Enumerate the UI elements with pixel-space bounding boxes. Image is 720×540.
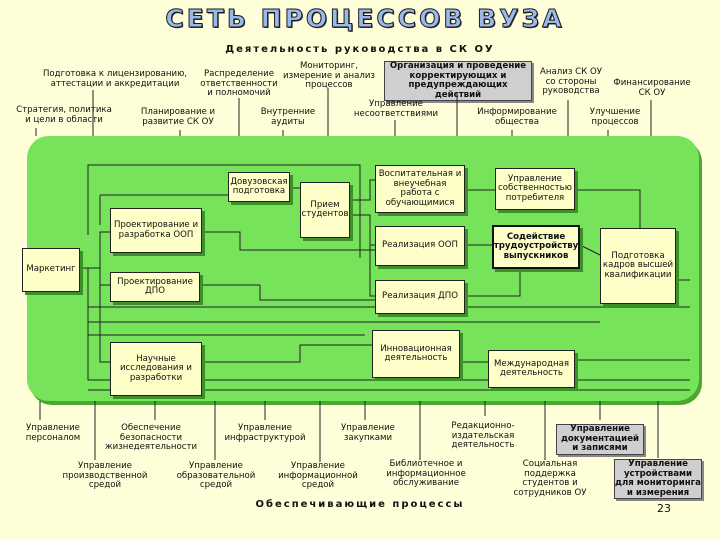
node-education: Воспитательная и внеучебная работа с обу… <box>375 165 465 213</box>
node-impl-dpo: Реализация ДПО <box>375 280 465 314</box>
node-admission: Прием студентов <box>300 182 350 238</box>
mgmt-audits: Внутренние аудиты <box>260 107 316 127</box>
support-header: Обеспечивающие процессы <box>255 499 465 510</box>
node-design-oop: Проектирование и разработка ООП <box>110 208 202 253</box>
mgmt-licensing: Подготовка к лицензированию, аттестации … <box>42 69 188 89</box>
support-procurement: Управление закупками <box>341 423 395 443</box>
support-info-env: Управление информационной средой <box>278 461 358 490</box>
mgmt-informing: Информирование общества <box>477 107 557 127</box>
node-innovation: Инновационная деятельность <box>372 330 460 378</box>
mgmt-improvement: Улучшение процессов <box>589 107 641 127</box>
mgmt-responsibility: Распределение ответственности и полномоч… <box>200 69 278 98</box>
support-personnel: Управление персоналом <box>25 423 81 443</box>
mgmt-nonconformity: Управление несоответствиями <box>353 99 439 119</box>
mgmt-corrective: Организация и проведение корректирующих … <box>384 61 532 101</box>
support-monitoring-devices: Управление устройствами для мониторинга … <box>614 459 702 499</box>
support-social: Социальная поддержка студентов и сотрудн… <box>513 459 587 498</box>
support-production-env: Управление производственной средой <box>62 461 148 490</box>
node-training: Подготовка кадров высшей квалификации <box>600 228 676 304</box>
mgmt-analysis: Анализ СК ОУ со стороны руководства <box>540 67 602 96</box>
node-research: Научные исследования и разработки <box>110 342 202 396</box>
mgmt-planning: Планирование и развитие СК ОУ <box>140 107 216 127</box>
node-consumer-property: Управление собственностью потребителя <box>495 168 575 210</box>
management-header: Деятельность руководства в СК ОУ <box>225 44 495 55</box>
node-pre-university: Довузовская подготовка <box>228 172 290 202</box>
mgmt-strategy: Стратегия, политика и цели в области <box>16 105 112 125</box>
node-design-dpo: Проектирование ДПО <box>110 272 200 302</box>
node-employment: Содействие трудоустройству выпускников <box>492 225 580 269</box>
support-documentation: Управление документацией и записями <box>556 424 644 455</box>
mgmt-finance: Финансирование СК ОУ <box>613 78 691 98</box>
support-library: Библиотечное и информационное обслуживан… <box>386 459 466 488</box>
node-impl-oop: Реализация ООП <box>375 226 465 266</box>
page-number: 23 <box>657 502 671 515</box>
node-marketing: Маркетинг <box>22 248 80 292</box>
page-title: СЕТЬ ПРОЦЕССОВ ВУЗА <box>165 4 565 34</box>
support-infrastructure: Управление инфраструктурой <box>224 423 306 443</box>
support-safety: Обеспечение безопасности жизнедеятельнос… <box>104 423 198 452</box>
support-educational-env: Управление образовательной средой <box>176 461 256 490</box>
mgmt-monitoring: Мониторинг, измерение и анализ процессов <box>283 61 376 90</box>
support-publishing: Редакционно-издательская деятельность <box>451 421 515 450</box>
node-international: Международная деятельность <box>488 350 575 388</box>
